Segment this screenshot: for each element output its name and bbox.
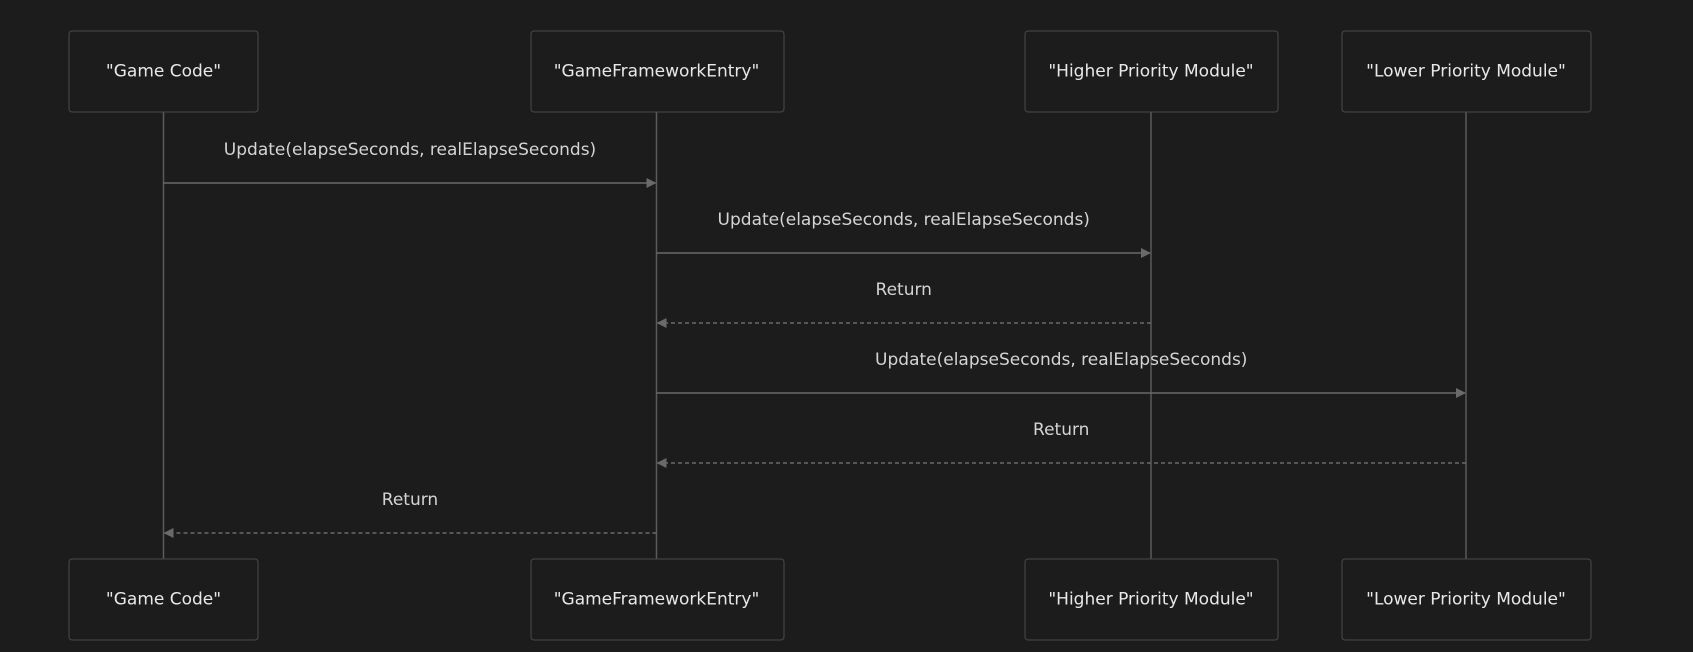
participant-box-lower-module-bottom: "Lower Priority Module" [1341, 558, 1592, 641]
participant-label: "GameFrameworkEntry" [554, 590, 760, 610]
participant-box-higher-module-top: "Higher Priority Module" [1024, 30, 1279, 113]
participant-rect [1024, 30, 1279, 113]
participant-label: "Game Code" [106, 590, 221, 610]
message-label: Return [876, 280, 932, 300]
participant-rect [1341, 558, 1592, 641]
message-label: Return [382, 490, 438, 510]
message-label: Update(elapseSeconds, realElapseSeconds) [718, 210, 1090, 230]
participant-label: "Game Code" [106, 62, 221, 82]
message-1: Update(elapseSeconds, realElapseSeconds) [163, 140, 657, 188]
participant-box-game-code-bottom: "Game Code" [68, 558, 259, 641]
participant-box-framework-entry-top: "GameFrameworkEntry" [530, 30, 785, 113]
message-4: Update(elapseSeconds, realElapseSeconds) [656, 350, 1466, 398]
participant-rect [1341, 30, 1592, 113]
participant-box-framework-entry-bottom: "GameFrameworkEntry" [530, 558, 785, 641]
participant-label: "Higher Priority Module" [1048, 62, 1253, 82]
message-6: Return [163, 490, 657, 538]
participant-label: "GameFrameworkEntry" [554, 62, 760, 82]
participant-rect [1024, 558, 1279, 641]
participant-label: "Lower Priority Module" [1366, 590, 1566, 610]
participant-label: "Lower Priority Module" [1366, 62, 1566, 82]
message-3: Return [656, 280, 1151, 328]
participant-box-higher-module-bottom: "Higher Priority Module" [1024, 558, 1279, 641]
participant-rect [530, 558, 785, 641]
participant-box-lower-module-top: "Lower Priority Module" [1341, 30, 1592, 113]
message-label: Update(elapseSeconds, realElapseSeconds) [224, 140, 596, 160]
participant-rect [530, 30, 785, 113]
participant-rect [68, 558, 259, 641]
participant-label: "Higher Priority Module" [1048, 590, 1253, 610]
message-5: Return [656, 420, 1466, 468]
message-label: Return [1033, 420, 1089, 440]
message-2: Update(elapseSeconds, realElapseSeconds) [656, 210, 1151, 258]
message-label: Update(elapseSeconds, realElapseSeconds) [875, 350, 1247, 370]
participant-box-game-code-top: "Game Code" [68, 30, 259, 113]
participant-rect [68, 30, 259, 113]
